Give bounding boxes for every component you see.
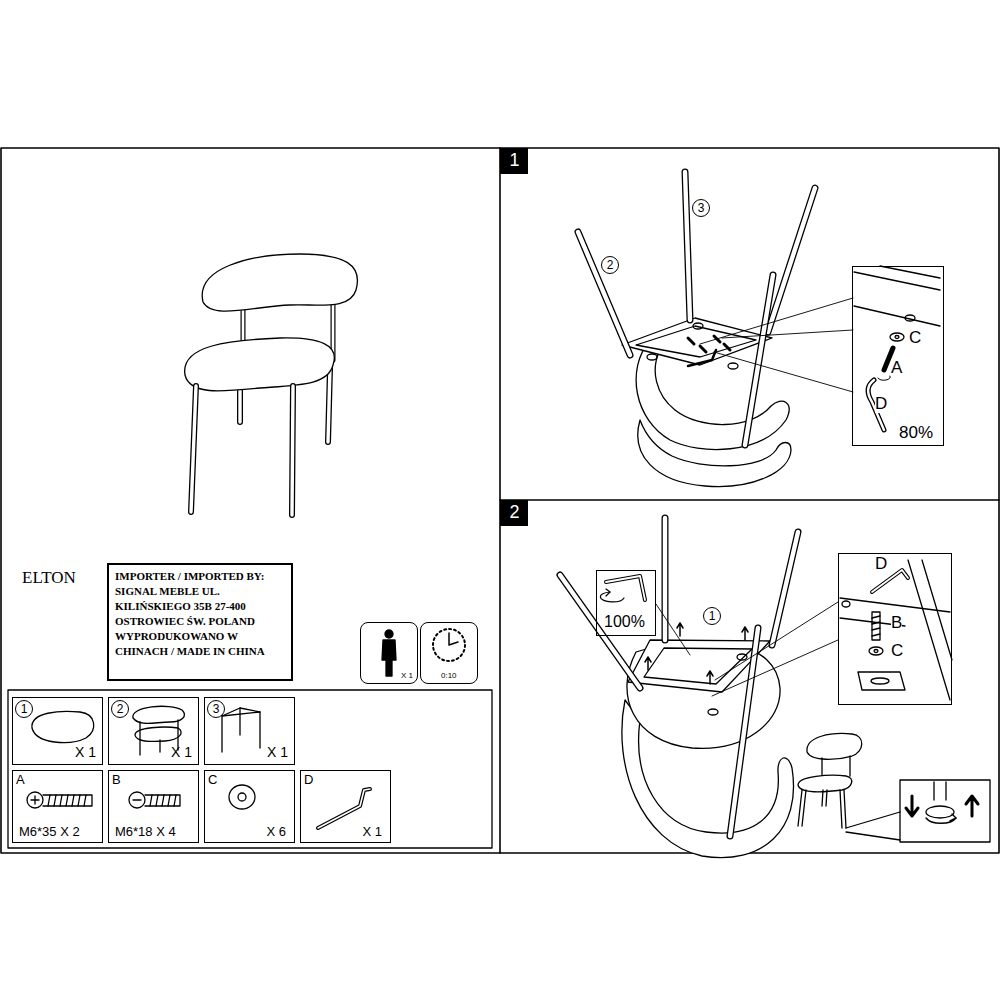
step-number: 1 <box>502 150 527 171</box>
part-id: 2 <box>111 700 129 718</box>
product-title: ELTON <box>22 568 76 588</box>
detail-inset: CAD 80% <box>852 266 944 446</box>
part-quantity: X 1 <box>362 824 382 839</box>
label-text: A <box>891 359 902 377</box>
callout-number: 2 <box>601 256 619 274</box>
detail-inset: 100% <box>596 570 656 636</box>
part-cell: 3 X 1 <box>204 697 295 765</box>
part-quantity: X 1 <box>75 744 96 760</box>
part-cell: D X 1 <box>300 770 391 843</box>
person-icon-box: X 1 <box>360 622 418 684</box>
importer-box: IMPORTER / IMPORTED BY: SIGNAL MEBLE UL.… <box>107 563 293 681</box>
part-quantity: X 1 <box>171 744 192 760</box>
part-id: A <box>16 772 25 787</box>
step-number-box: 1 <box>500 148 528 174</box>
label-text: C <box>891 642 903 660</box>
label-text: 80% <box>899 423 933 442</box>
part-id: 3 <box>207 700 225 718</box>
callout-number: 3 <box>692 199 710 217</box>
step-number-box: 2 <box>500 500 528 526</box>
part-cell: A M6*35 X 2 <box>12 770 103 843</box>
step-number: 2 <box>502 502 527 523</box>
time-icon-box: 0:10 <box>420 622 478 684</box>
label-text: C <box>909 329 921 347</box>
part-quantity: M6*35 X 2 <box>19 824 80 839</box>
part-id: B <box>112 772 121 787</box>
part-cell: 1 X 1 <box>12 697 103 765</box>
part-quantity: M6*18 X 4 <box>115 824 176 839</box>
label-text: D <box>875 555 887 573</box>
label-text: B <box>891 614 902 632</box>
part-id: 1 <box>15 700 33 718</box>
part-id: D <box>304 772 313 787</box>
label-text: 0:10 <box>441 671 457 680</box>
label-text: D <box>875 395 887 413</box>
label-text: 100% <box>604 613 645 631</box>
part-quantity: X 1 <box>267 744 288 760</box>
part-cell: 2 X 1 <box>108 697 199 765</box>
callout-number: 1 <box>703 607 721 625</box>
part-cell: C X 6 <box>204 770 295 843</box>
part-id: C <box>208 772 217 787</box>
detail-inset: D BC <box>838 553 952 705</box>
part-quantity: X 6 <box>266 824 286 839</box>
label-text: IMPORTER / IMPORTED BY: SIGNAL MEBLE UL.… <box>115 569 287 659</box>
part-cell: B M6*18 X 4 <box>108 770 199 843</box>
label-text: X 1 <box>401 671 413 680</box>
